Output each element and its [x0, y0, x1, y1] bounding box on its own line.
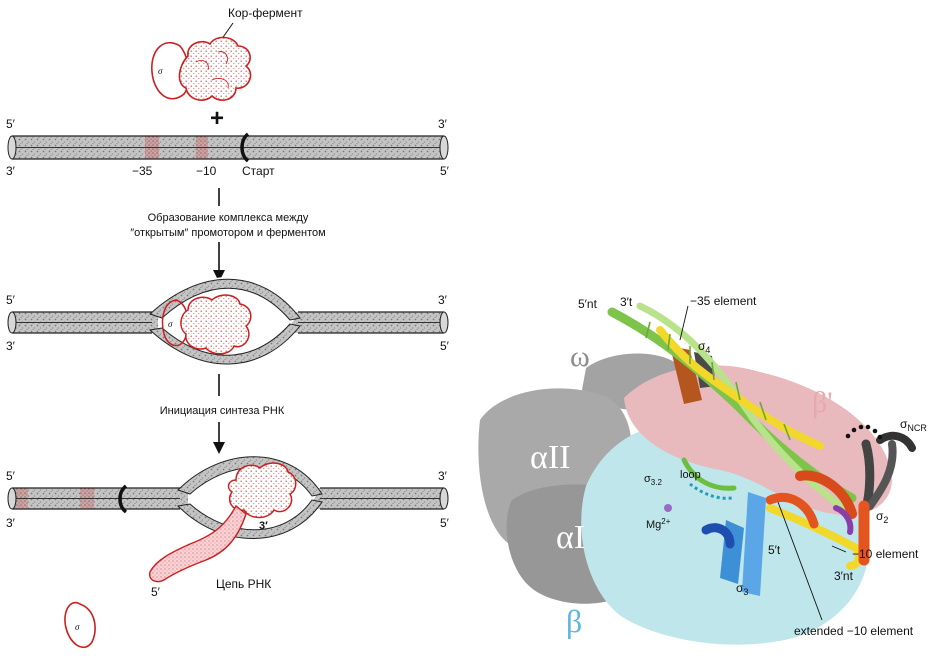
rna-polymerase-elongating — [227, 462, 297, 519]
beta-prime-label: β' — [812, 386, 833, 419]
sigma3-label: σ3 — [736, 581, 748, 597]
svg-text:5′: 5′ — [440, 164, 450, 178]
step2-label: Инициация синтеза РНК — [160, 405, 285, 417]
start-label: Старт — [242, 164, 275, 178]
core-enzyme-bound — [180, 294, 252, 355]
plus-sign: + — [210, 105, 224, 132]
core-enzyme-label: Кор-фермент — [228, 6, 303, 20]
minus10-label: −10 — [196, 164, 217, 178]
sigma4-helix — [670, 346, 702, 404]
open-bubble-top-strand — [149, 278, 301, 321]
svg-text:σ: σ — [168, 319, 173, 329]
promoter-dna — [7, 132, 449, 163]
svg-text:3′: 3′ — [438, 469, 448, 483]
sigma-ncr-dotted-loop — [845, 424, 883, 440]
svg-text:5′: 5′ — [6, 469, 16, 483]
svg-text:σ: σ — [75, 622, 80, 632]
sigma-ncr-domain — [876, 431, 916, 452]
sigma4-label: σ4 — [698, 339, 710, 355]
extended-minus10-pointer — [777, 501, 823, 621]
step2-arrow — [213, 442, 225, 454]
sigma32-loop — [681, 457, 737, 491]
core-enzyme-shape — [178, 36, 252, 101]
rnap-holoenzyme-structure: 5′nt 3′t −35 element ω σ4 β' σNCR αII σ3… — [478, 294, 927, 645]
start-site-marker-2 — [118, 484, 128, 514]
svg-text:5′: 5′ — [440, 516, 450, 530]
minus35-label: −35 — [132, 164, 153, 178]
sigma-ncr-label: σNCR — [900, 417, 927, 433]
released-sigma-factor — [64, 601, 96, 648]
loop-label: loop — [680, 469, 701, 481]
nt3-label: 3′nt — [834, 569, 854, 583]
omega-label: ω — [570, 340, 590, 373]
mg-label: Mg2+ — [646, 517, 671, 531]
minus35-element-label: −35 element — [690, 294, 757, 308]
start-site-marker — [240, 132, 250, 163]
svg-text:5′: 5′ — [6, 293, 16, 307]
step1-label-line2: ″открытым″ промотором и ферментом — [130, 227, 325, 239]
svg-text:3′: 3′ — [6, 339, 16, 353]
sigma-symbol: σ — [158, 66, 163, 76]
svg-text:5′: 5′ — [440, 339, 450, 353]
rna-chain-label: Цепь РНК — [216, 577, 271, 591]
svg-text:3′: 3′ — [438, 117, 448, 131]
svg-text:3′: 3′ — [6, 516, 16, 530]
beta-label: β — [566, 603, 582, 639]
step1-label-line1: Образование комплекса между — [148, 212, 309, 224]
alpha1-label: αI — [556, 519, 585, 556]
extended-minus10-label: extended −10 element — [794, 624, 914, 638]
nt5-label: 5′nt — [578, 297, 598, 311]
rna-3prime-label: 3′ — [259, 520, 268, 532]
sigma2-label: σ2 — [876, 509, 888, 525]
transcription-initiation-scheme: Кор-фермент σ + 5′ 3′ 3′ 5′ −35 −10 Стар… — [6, 6, 450, 648]
svg-text:3′: 3′ — [438, 293, 448, 307]
t3-label: 3′t — [620, 295, 633, 309]
alpha2-label: αII — [530, 439, 570, 476]
svg-text:3′: 3′ — [6, 164, 16, 178]
minus10-element-label: −10 element — [852, 547, 919, 561]
sigma32-label: σ3.2 — [644, 473, 662, 487]
step1-arrow — [213, 270, 225, 282]
rna-5prime-label: 5′ — [151, 585, 161, 599]
dna-template-strand — [656, 326, 824, 450]
initiation-complex — [7, 456, 449, 583]
open-promoter-complex: σ — [7, 276, 449, 365]
rna-chain-shape — [149, 504, 247, 583]
t5-label: 5′t — [768, 543, 781, 557]
mg-ion — [664, 504, 672, 512]
svg-text:5′: 5′ — [6, 117, 16, 131]
